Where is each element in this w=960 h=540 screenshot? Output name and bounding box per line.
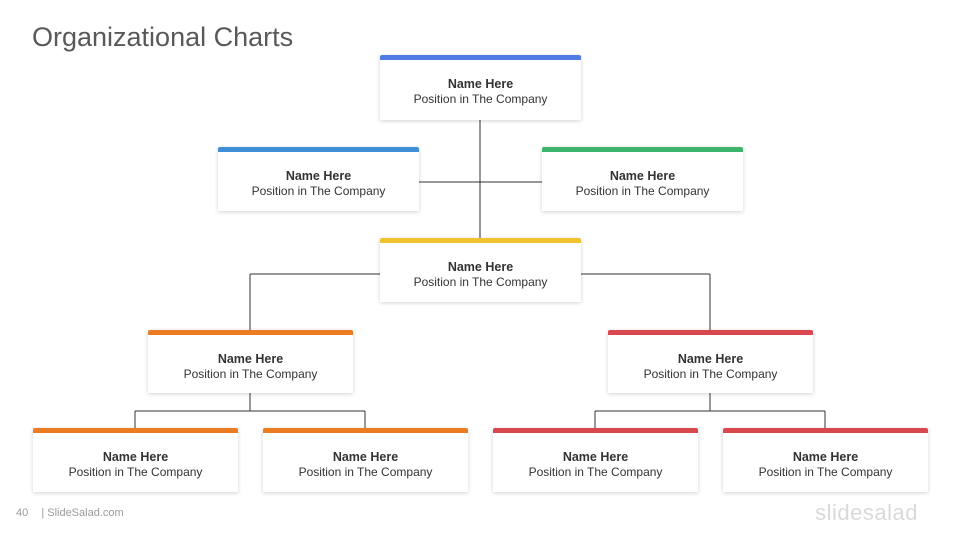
- node-position: Position in The Company: [575, 184, 710, 198]
- node-position: Position in The Company: [528, 465, 663, 479]
- footer-link[interactable]: | SlideSalad.com: [41, 507, 124, 519]
- node-position: Position in The Company: [413, 92, 548, 106]
- node-leaf-3[interactable]: Name Here Position in The Company: [493, 428, 698, 492]
- node-name: Name Here: [217, 352, 284, 366]
- brand-logo: slidesalad: [815, 500, 918, 525]
- node-top-accent: [380, 55, 581, 60]
- node-mid-accent: [380, 238, 581, 243]
- slide-footer: 40 | SlideSalad.com: [16, 507, 124, 519]
- node-leaf-1[interactable]: Name Here Position in The Company: [33, 428, 238, 492]
- node-name: Name Here: [677, 352, 744, 366]
- node-position: Position in The Company: [758, 465, 893, 479]
- node-mid[interactable]: Name Here Position in The Company: [380, 238, 581, 302]
- node-left-assistant[interactable]: Name Here Position in The Company: [218, 147, 419, 211]
- node-position: Position in The Company: [298, 465, 433, 479]
- node-name: Name Here: [285, 169, 352, 183]
- node-left-assistant-accent: [218, 147, 419, 152]
- node-leaf-3-accent: [493, 428, 698, 433]
- node-position: Position in The Company: [183, 367, 318, 381]
- node-left-manager[interactable]: Name Here Position in The Company: [148, 330, 353, 393]
- node-right-manager-accent: [608, 330, 813, 335]
- node-name: Name Here: [332, 450, 399, 464]
- node-leaf-4[interactable]: Name Here Position in The Company: [723, 428, 928, 492]
- page-number: 40: [16, 507, 29, 519]
- node-leaf-1-accent: [33, 428, 238, 433]
- node-name: Name Here: [562, 450, 629, 464]
- node-position: Position in The Company: [413, 275, 548, 289]
- node-name: Name Here: [792, 450, 859, 464]
- node-leaf-4-accent: [723, 428, 928, 433]
- node-position: Position in The Company: [251, 184, 386, 198]
- slide-title: Organizational Charts: [32, 22, 294, 52]
- node-right-manager[interactable]: Name Here Position in The Company: [608, 330, 813, 393]
- node-leaf-2-accent: [263, 428, 468, 433]
- node-position: Position in The Company: [643, 367, 778, 381]
- node-top[interactable]: Name Here Position in The Company: [380, 55, 581, 120]
- node-right-assistant[interactable]: Name Here Position in The Company: [542, 147, 743, 211]
- node-name: Name Here: [102, 450, 169, 464]
- node-name: Name Here: [609, 169, 676, 183]
- node-leaf-2[interactable]: Name Here Position in The Company: [263, 428, 468, 492]
- node-right-assistant-accent: [542, 147, 743, 152]
- node-left-manager-accent: [148, 330, 353, 335]
- node-name: Name Here: [447, 77, 514, 91]
- node-name: Name Here: [447, 260, 514, 274]
- node-position: Position in The Company: [68, 465, 203, 479]
